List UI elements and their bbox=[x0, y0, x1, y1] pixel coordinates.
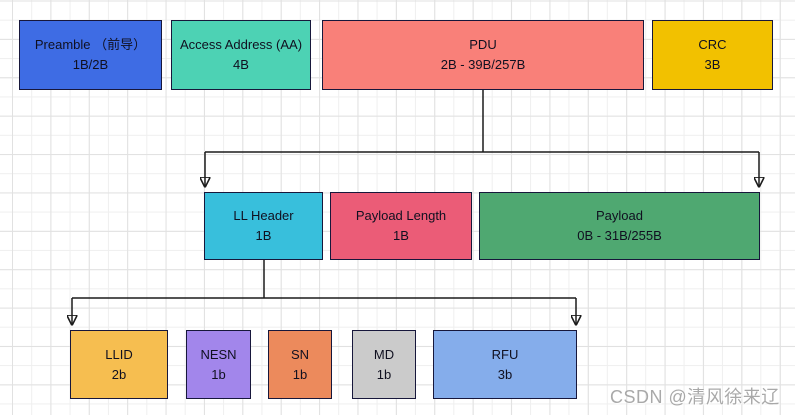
box-crc-size: 3B bbox=[704, 57, 721, 72]
box-crc: CRC 3B bbox=[652, 20, 773, 90]
box-pdu-size: 2B - 39B/257B bbox=[440, 57, 526, 72]
box-preamble-label: Preamble （前导） bbox=[34, 37, 147, 52]
box-rfu: RFU 3b bbox=[433, 330, 577, 399]
box-llid-size: 2b bbox=[111, 366, 127, 382]
box-ll-header-size: 1B bbox=[255, 228, 272, 243]
watermark-text: CSDN @清风徐来辽 bbox=[610, 387, 780, 407]
box-nesn-label: NESN bbox=[200, 346, 237, 362]
box-pdu: PDU 2B - 39B/257B bbox=[322, 20, 644, 90]
box-ll-header-label: LL Header bbox=[233, 208, 294, 223]
box-rfu-label: RFU bbox=[491, 346, 519, 362]
box-payload-length-label: Payload Length bbox=[355, 208, 447, 223]
box-nesn-size: 1b bbox=[211, 366, 226, 382]
box-payload: Payload 0B - 31B/255B bbox=[479, 192, 760, 260]
box-preamble-size: 1B/2B bbox=[72, 57, 109, 72]
box-preamble: Preamble （前导） 1B/2B bbox=[19, 20, 162, 90]
box-sn-size: 1b bbox=[292, 366, 308, 382]
box-payload-length-size: 1B bbox=[393, 228, 409, 243]
box-pdu-label: PDU bbox=[469, 37, 497, 52]
box-access-address-label: Access Address (AA) bbox=[179, 37, 303, 52]
box-rfu-size: 3b bbox=[497, 366, 513, 382]
box-sn: SN 1b bbox=[268, 330, 332, 399]
box-crc-label: CRC bbox=[698, 37, 727, 52]
box-md-label: MD bbox=[373, 346, 395, 362]
box-sn-label: SN bbox=[290, 346, 310, 362]
box-ll-header: LL Header 1B bbox=[204, 192, 323, 260]
box-llid: LLID 2b bbox=[70, 330, 168, 399]
box-payload-label: Payload bbox=[596, 208, 643, 223]
box-payload-length: Payload Length 1B bbox=[330, 192, 472, 260]
box-md: MD 1b bbox=[352, 330, 416, 399]
box-md-size: 1b bbox=[376, 366, 392, 382]
box-nesn: NESN 1b bbox=[186, 330, 251, 399]
box-access-address: Access Address (AA) 4B bbox=[171, 20, 311, 90]
box-access-address-size: 4B bbox=[233, 57, 249, 72]
box-payload-size: 0B - 31B/255B bbox=[577, 228, 662, 243]
box-llid-label: LLID bbox=[105, 346, 133, 362]
